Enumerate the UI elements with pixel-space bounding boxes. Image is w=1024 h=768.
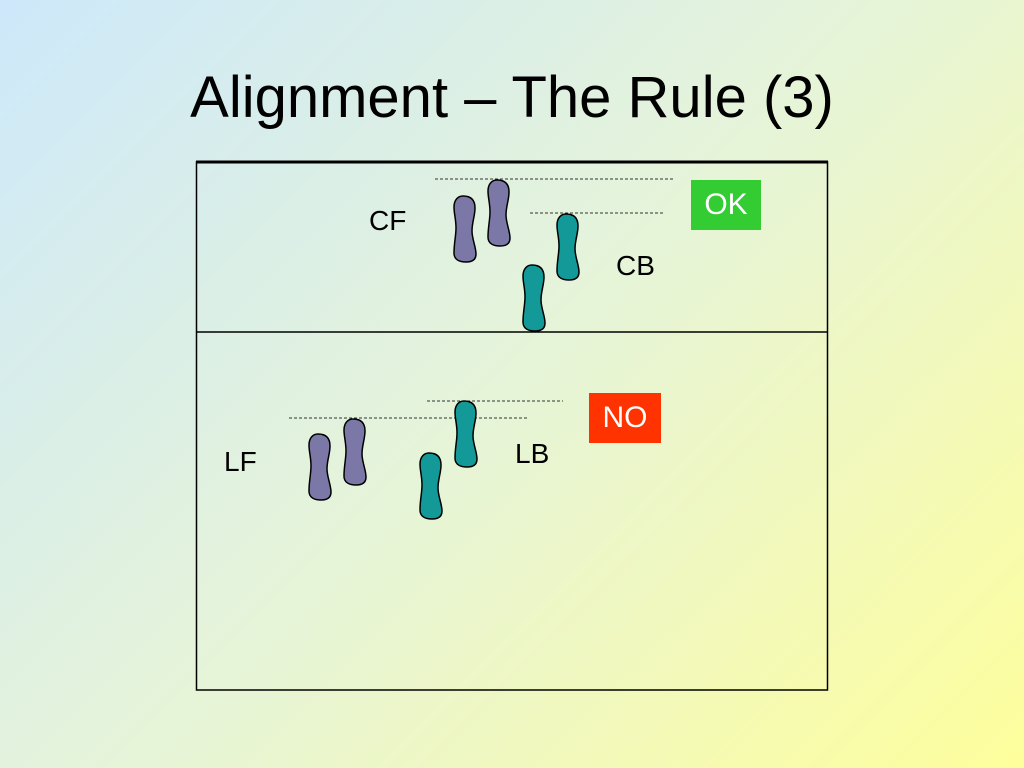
lf-player-feet <box>308 418 367 501</box>
foot-icon <box>454 400 478 468</box>
ok-badge: OK <box>691 180 761 230</box>
lb-label: LB <box>515 438 550 469</box>
foot-icon <box>453 195 477 263</box>
no-badge: NO <box>589 393 661 443</box>
lf-label: LF <box>224 446 257 477</box>
cf-player-feet <box>453 179 511 263</box>
foot-icon <box>556 213 580 281</box>
slide-title: Alignment – The Rule (3) <box>190 65 834 130</box>
cb-label: CB <box>616 250 655 281</box>
foot-icon <box>419 452 443 520</box>
cf-label: CF <box>369 205 407 236</box>
foot-icon <box>487 179 511 247</box>
cb-player-feet <box>522 213 580 332</box>
foot-icon <box>522 264 546 332</box>
foot-icon <box>343 418 367 486</box>
lb-player-feet <box>419 400 478 520</box>
court-outline <box>195 161 829 691</box>
foot-icon <box>308 433 332 501</box>
